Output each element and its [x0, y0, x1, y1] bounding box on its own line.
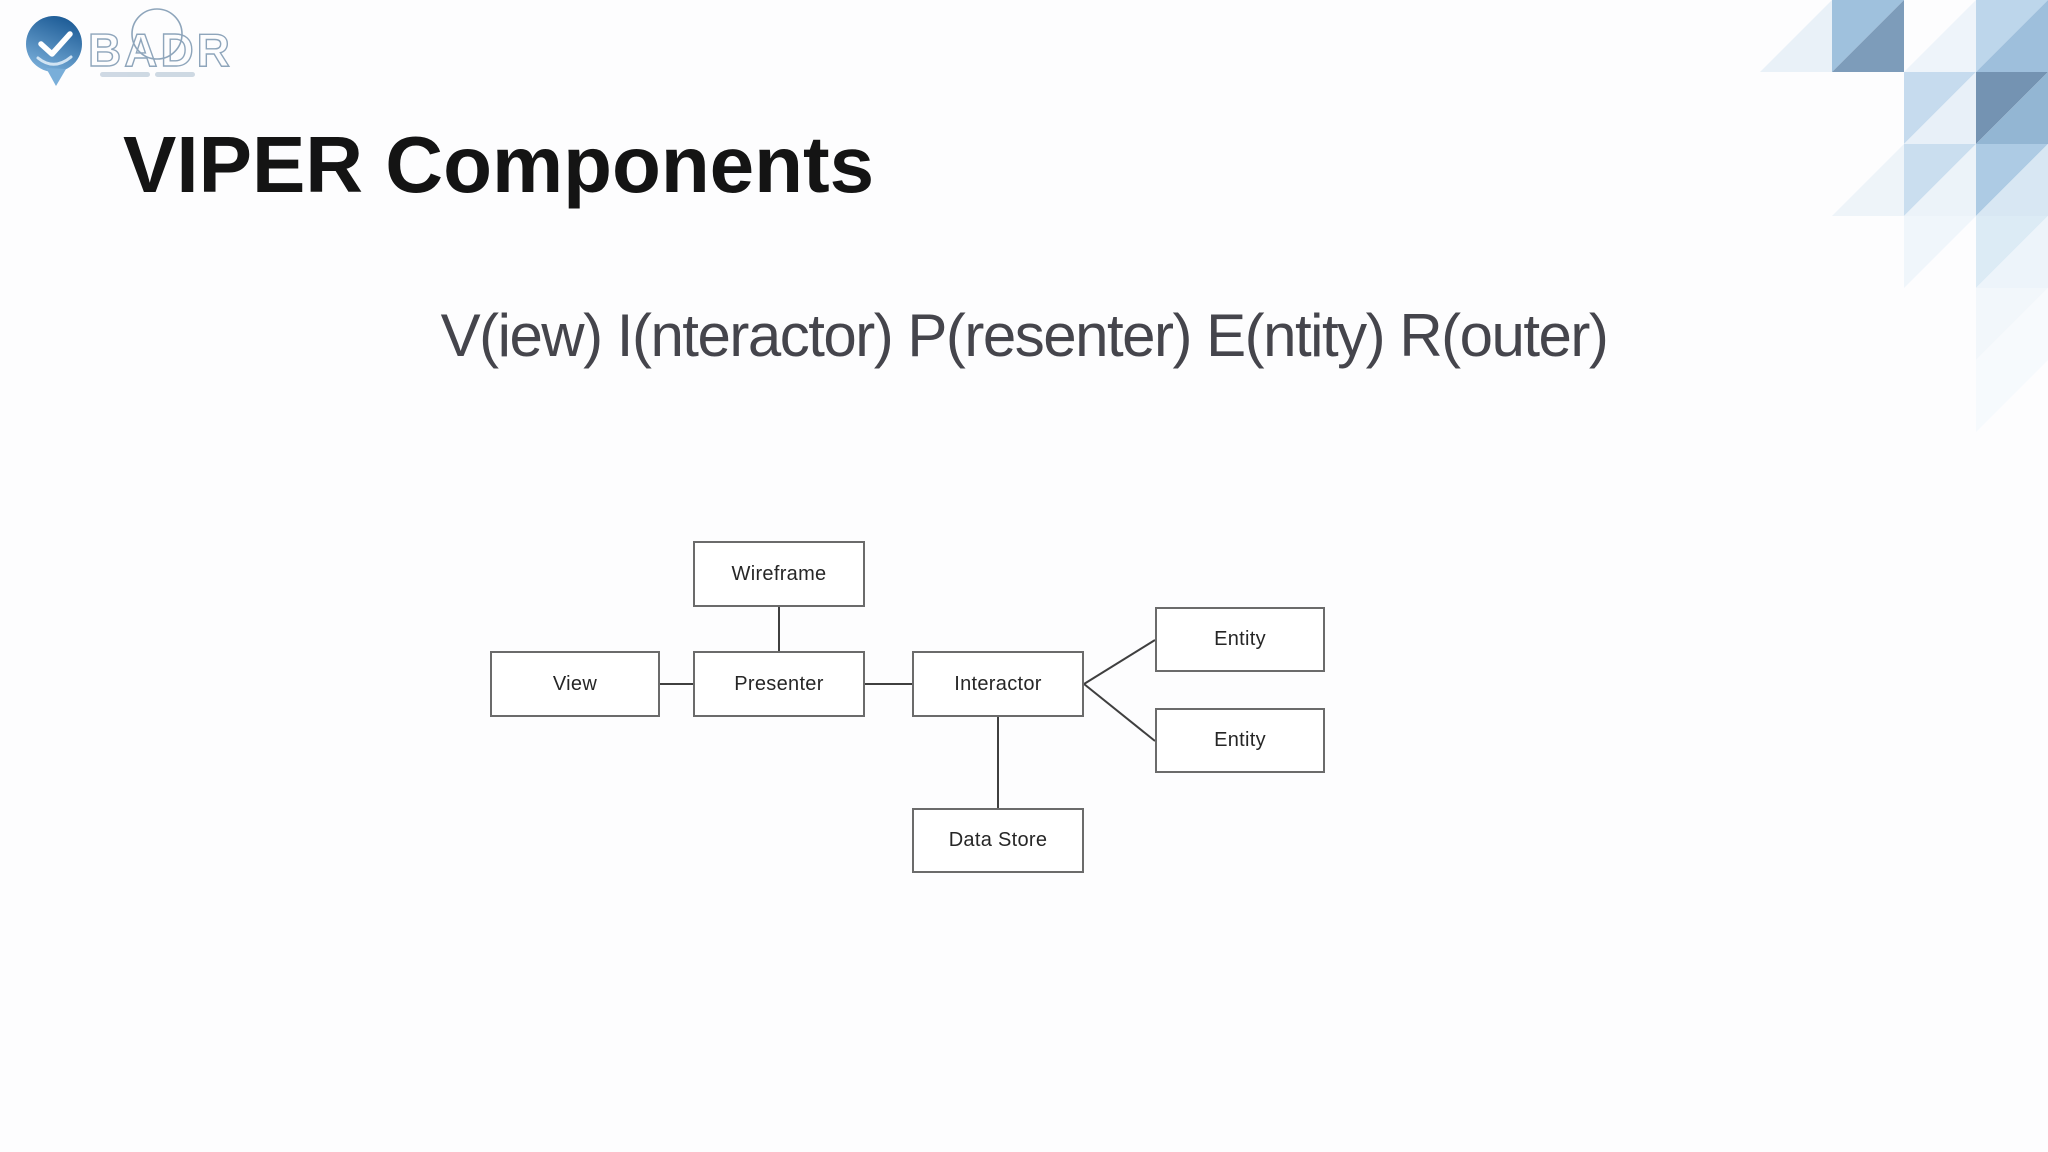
mosaic-triangle — [1976, 216, 2048, 288]
mosaic-triangle — [1904, 216, 1976, 288]
diagram-node-entity-2: Entity — [1155, 708, 1325, 773]
mosaic-triangle — [1904, 144, 1976, 216]
diagram-node-entity-1: Entity — [1155, 607, 1325, 672]
diagram-node-interactor: Interactor — [912, 651, 1084, 717]
mosaic-triangle — [1976, 72, 2048, 144]
triangle-mosaic — [1760, 0, 2048, 432]
mosaic-triangle — [1904, 144, 1976, 216]
logo-text: BADR — [88, 24, 233, 76]
mosaic-triangle — [1976, 360, 2048, 432]
logo-d-ring — [131, 8, 183, 60]
mosaic-triangle — [1904, 72, 1976, 144]
mosaic-triangle — [1832, 144, 1904, 216]
mosaic-triangle — [1976, 144, 2048, 216]
mosaic-triangle — [1832, 0, 1904, 72]
diagram-edge-interactor-entity-1 — [1083, 639, 1156, 685]
diagram-node-presenter: Presenter — [693, 651, 865, 717]
mosaic-triangle — [1976, 0, 2048, 72]
mosaic-triangle — [1976, 216, 2048, 288]
logo-tagline — [100, 72, 195, 77]
mosaic-triangle — [1904, 0, 1976, 72]
diagram-node-data-store: Data Store — [912, 808, 1084, 873]
slide-subtitle: V(iew) I(nteractor) P(resenter) E(ntity)… — [440, 302, 1609, 369]
mosaic-triangle — [1832, 0, 1904, 72]
diagram-edge-interactor-entity-2 — [1083, 683, 1156, 742]
diagram-node-wireframe: Wireframe — [693, 541, 865, 607]
badr-logo: BADR — [26, 8, 233, 86]
mosaic-triangle — [1760, 0, 1832, 72]
badr-logo-mark-icon — [26, 16, 82, 86]
diagram-node-view: View — [490, 651, 660, 717]
mosaic-triangle — [1976, 0, 2048, 72]
slide-title: VIPER Components — [123, 120, 875, 209]
mosaic-triangle — [1976, 72, 2048, 144]
mosaic-triangle — [1976, 144, 2048, 216]
mosaic-triangle — [1904, 72, 1976, 144]
